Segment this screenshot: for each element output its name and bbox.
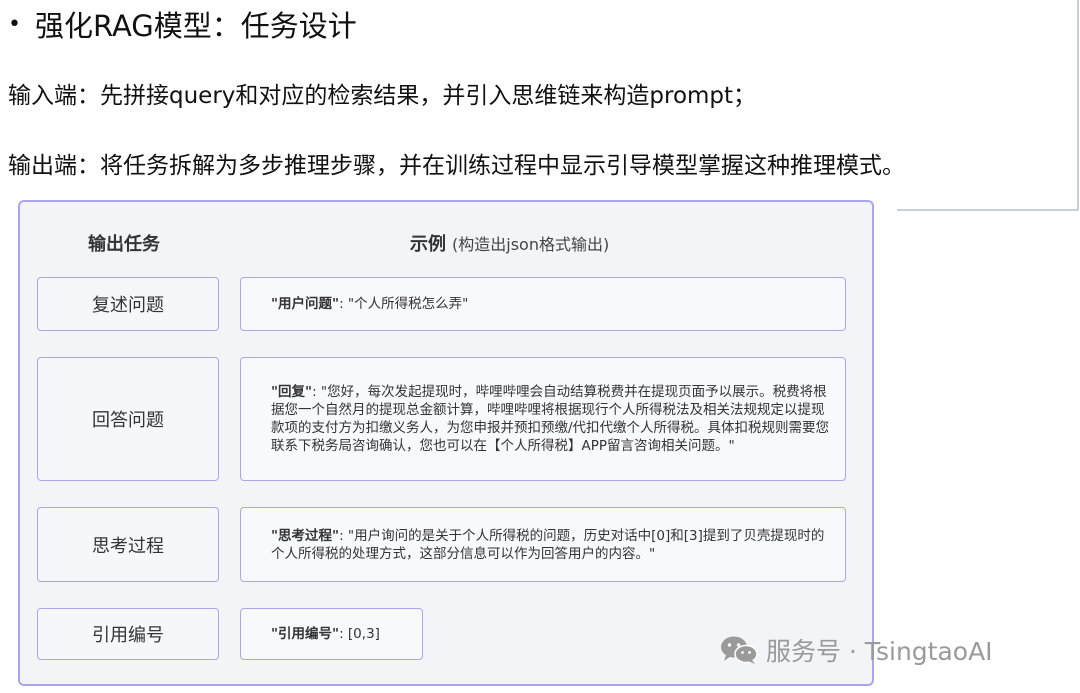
example-text: "回复": "您好，每次发起提现时，哔哩哔哩会自动结算税费并在提现页面予以展示。… <box>271 383 833 455</box>
header-example-label: 示例 <box>410 234 446 255</box>
task-cell-restate: 复述问题 <box>37 277 219 331</box>
slide-title: • 强化RAG模型：任务设计 <box>8 4 357 44</box>
frame-right-border <box>1077 0 1079 210</box>
header-example-sub: (构造出json格式输出) <box>452 235 610 254</box>
task-cell-reasoning: 思考过程 <box>37 507 219 582</box>
example-cell-citation: "引用编号": [0,3] <box>240 608 423 660</box>
example-key: "用户问题" <box>271 296 340 312</box>
output-description: 输出端：将任务拆解为多步推理步骤，并在训练过程中显示引导模型掌握这种推理模式。 <box>8 153 905 179</box>
example-cell-reasoning: "思考过程": "用户询问的是关于个人所得税的问题，历史对话中[0]和[3]提到… <box>240 507 846 582</box>
task-cell-citation: 引用编号 <box>37 608 219 660</box>
example-text: "引用编号": [0,3] <box>271 625 380 643</box>
header-example: 示例 (构造出json格式输出) <box>410 230 609 256</box>
title-bullet: • <box>8 11 21 37</box>
input-description: 输入端：先拼接query和对应的检索结果，并引入思维链来构造prompt； <box>8 83 757 109</box>
example-cell-restate: "用户问题": "个人所得税怎么弄" <box>240 277 846 331</box>
example-text: "思考过程": "用户询问的是关于个人所得税的问题，历史对话中[0]和[3]提到… <box>271 527 833 563</box>
header-task: 输出任务 <box>88 234 160 255</box>
example-value: : "用户询问的是关于个人所得税的问题，历史对话中[0]和[3]提到了贝壳提现时… <box>271 527 825 562</box>
example-value: : [0,3] <box>339 626 380 642</box>
title-text: 强化RAG模型：任务设计 <box>34 9 357 43</box>
frame-bottom-border <box>897 209 1079 211</box>
example-key: "回复" <box>271 384 313 400</box>
example-cell-answer: "回复": "您好，每次发起提现时，哔哩哔哩会自动结算税费并在提现页面予以展示。… <box>240 357 846 481</box>
task-cell-answer: 回答问题 <box>37 357 219 481</box>
wechat-icon <box>721 636 758 664</box>
example-text: "用户问题": "个人所得税怎么弄" <box>271 295 468 313</box>
example-key: "思考过程" <box>271 527 340 544</box>
example-value: : "个人所得税怎么弄" <box>339 296 469 312</box>
watermark: 服务号 · TsingtaoAI <box>720 632 993 668</box>
example-value: : "您好，每次发起提现时，哔哩哔哩会自动结算税费并在提现页面予以展示。税费将根… <box>271 384 830 454</box>
example-key: "引用编号" <box>271 626 340 642</box>
watermark-text: 服务号 · TsingtaoAI <box>766 637 993 666</box>
